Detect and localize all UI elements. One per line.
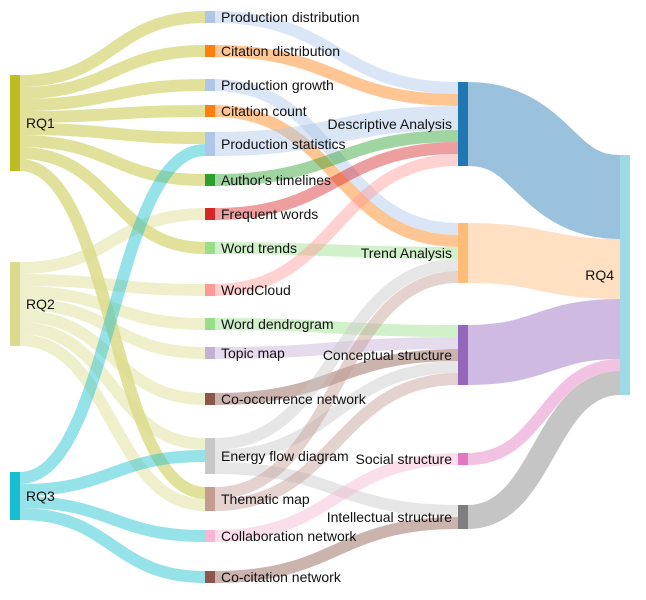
link-cooc_net-to-concept xyxy=(214,349,459,405)
link-RQ2-to-freq_words xyxy=(19,208,206,274)
link-desc-to-RQ4 xyxy=(465,82,623,239)
label-RQ2: RQ2 xyxy=(26,296,55,312)
link-energy_flow-to-concept xyxy=(214,361,459,462)
link-RQ1-to-word_trends xyxy=(19,147,206,254)
links-layer xyxy=(19,11,623,583)
node-freq-words xyxy=(205,208,215,220)
node-collab-net xyxy=(205,530,215,542)
node-concept xyxy=(458,325,468,385)
label-topic-map: Topic map xyxy=(221,345,285,361)
label-prod-dist: Production distribution xyxy=(221,9,360,25)
link-RQ2-to-wordcloud xyxy=(19,274,206,296)
label-trend: Trend Analysis xyxy=(361,245,452,261)
node-social xyxy=(458,453,468,465)
node-cit-dist xyxy=(205,45,215,57)
label-cooc-net: Co-occurrence network xyxy=(221,391,367,407)
label-RQ3: RQ3 xyxy=(26,488,55,504)
link-RQ1-to-prod_growth xyxy=(19,79,206,111)
node-cit-count xyxy=(205,105,215,117)
node-intel xyxy=(458,505,468,529)
label-concept: Conceptual structure xyxy=(323,347,452,363)
node-author-tl xyxy=(205,174,215,186)
link-cocit_net-to-intel xyxy=(214,517,459,583)
link-freq_words-to-desc xyxy=(214,142,459,220)
link-RQ2-to-topic_map xyxy=(19,298,206,359)
link-wordcloud-to-desc xyxy=(214,154,459,296)
link-RQ2-to-word_dendro xyxy=(19,286,206,330)
label-cit-count: Citation count xyxy=(221,103,307,119)
label-word-dendro: Word dendrogram xyxy=(221,316,334,332)
label-author-tl: Author's timelines xyxy=(221,172,331,188)
node-prod-stats xyxy=(205,132,215,156)
label-cocit-net: Co-citation network xyxy=(221,569,342,585)
label-energy-flow: Energy flow diagram xyxy=(221,448,349,464)
link-collab_net-to-social xyxy=(214,453,459,542)
node-wordcloud xyxy=(205,284,215,296)
label-intel: Intellectual structure xyxy=(327,509,452,525)
label-word-trends: Word trends xyxy=(221,240,297,256)
label-wordcloud: WordCloud xyxy=(221,282,291,298)
label-social: Social structure xyxy=(356,451,453,467)
node-prod-growth xyxy=(205,79,215,91)
link-prod_dist-to-desc xyxy=(214,11,459,94)
node-topic-map xyxy=(205,347,215,359)
node-cocit-net xyxy=(205,571,215,583)
label-RQ4: RQ4 xyxy=(585,267,614,283)
link-RQ3-to-energy_flow xyxy=(19,450,206,496)
link-social-to-RQ4 xyxy=(467,359,621,465)
label-prod-growth: Production growth xyxy=(221,77,334,93)
nodes-layer xyxy=(10,11,630,583)
link-concept-to-RQ4 xyxy=(467,299,621,385)
label-cit-dist: Citation distribution xyxy=(221,43,340,59)
link-thematic_map-to-concept xyxy=(214,373,459,511)
node-RQ3 xyxy=(10,472,20,520)
link-RQ2-to-cooc_net xyxy=(19,310,206,405)
node-thematic-map xyxy=(205,487,215,511)
node-prod-dist xyxy=(205,11,215,23)
link-topic_map-to-concept xyxy=(214,337,459,359)
link-intel-to-RQ4 xyxy=(466,371,622,529)
link-RQ2-to-energy_flow xyxy=(19,322,206,450)
link-word_dendro-to-concept xyxy=(214,318,459,337)
link-RQ1-to-cit_dist xyxy=(19,45,206,99)
node-RQ4 xyxy=(620,155,630,395)
link-author_tl-to-desc xyxy=(214,130,459,186)
link-word_trends-to-trend xyxy=(214,242,459,259)
link-RQ1-to-prod_stats xyxy=(19,123,206,144)
link-RQ1-to-author_tl xyxy=(19,135,206,186)
node-desc xyxy=(458,82,468,166)
label-prod-stats: Production statistics xyxy=(221,136,346,152)
node-energy-flow xyxy=(205,438,215,474)
node-RQ2 xyxy=(10,262,20,346)
link-RQ1-to-thematic_map xyxy=(19,159,206,499)
label-freq-words: Frequent words xyxy=(221,206,318,222)
label-collab-net: Collaboration network xyxy=(221,528,357,544)
link-cit_dist-to-desc xyxy=(214,45,459,106)
link-cit_count-to-trend xyxy=(214,105,459,247)
link-RQ3-to-prod_stats xyxy=(19,144,206,484)
label-RQ1: RQ1 xyxy=(26,115,55,131)
label-thematic-map: Thematic map xyxy=(221,491,310,507)
link-energy_flow-to-intel xyxy=(214,462,459,517)
label-desc: Descriptive Analysis xyxy=(328,116,453,132)
node-trend xyxy=(458,223,468,283)
link-RQ1-to-cit_count xyxy=(19,105,206,123)
link-prod_growth-to-trend xyxy=(214,79,459,235)
link-RQ3-to-cocit_net xyxy=(19,508,206,583)
node-word-trends xyxy=(205,242,215,254)
node-RQ1 xyxy=(10,75,20,171)
link-prod_stats-to-desc xyxy=(214,106,459,156)
link-trend-to-RQ4 xyxy=(467,223,621,299)
link-RQ1-to-prod_dist xyxy=(19,11,206,87)
node-cooc-net xyxy=(205,393,215,405)
link-RQ3-to-collab_net xyxy=(19,496,206,542)
link-RQ2-to-thematic_map xyxy=(19,334,206,511)
link-energy_flow-to-trend xyxy=(214,259,459,450)
node-word-dendro xyxy=(205,318,215,330)
link-thematic_map-to-trend xyxy=(214,271,459,499)
